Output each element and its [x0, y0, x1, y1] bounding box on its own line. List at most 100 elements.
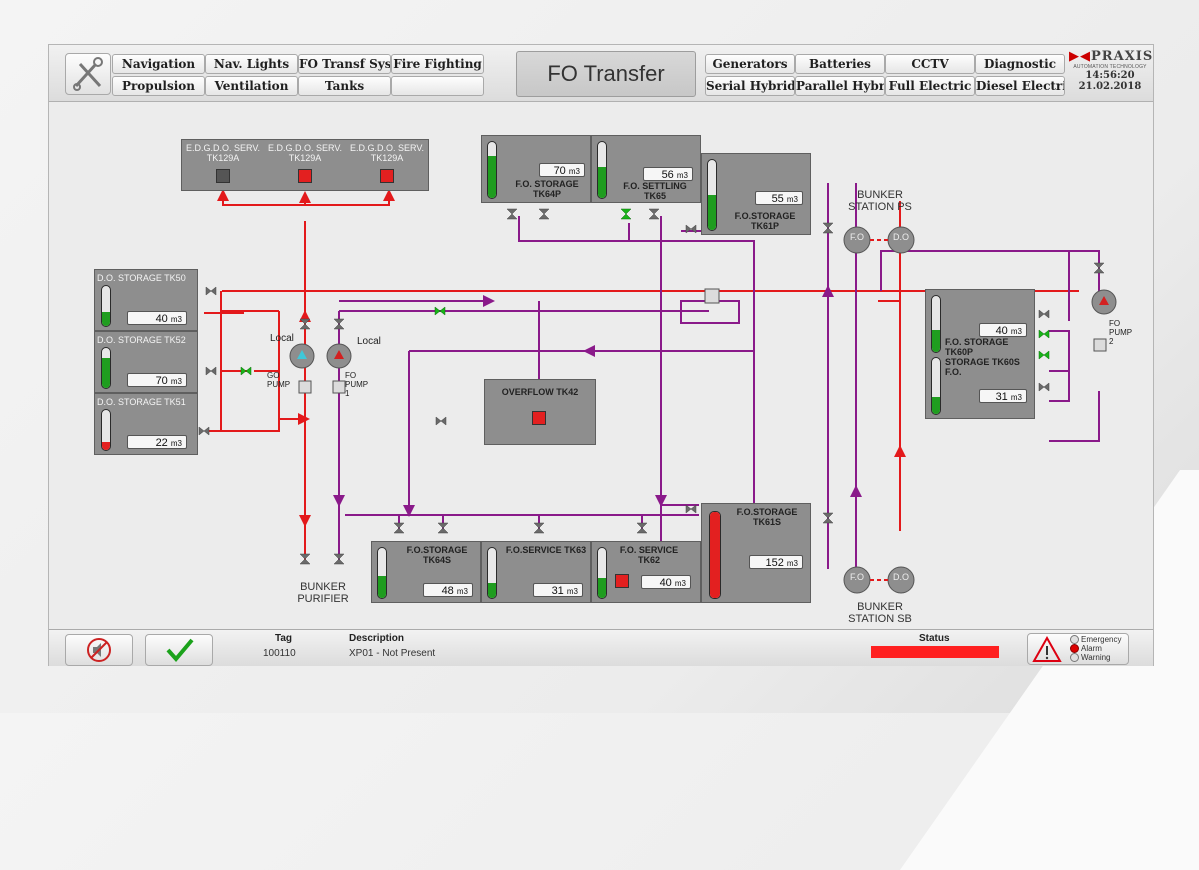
tk62-level-gauge: [597, 547, 607, 599]
overflow-alarm-indicator[interactable]: [532, 411, 546, 425]
nav-fo-transf-syst-button[interactable]: FO Transf Syst: [298, 54, 391, 74]
legend-warning: Warning: [1070, 653, 1111, 663]
warning-triangle-icon: [1032, 635, 1062, 662]
acknowledge-button[interactable]: [145, 634, 213, 666]
valve-tk60p-1: [1038, 309, 1050, 319]
description-value: XP01 - Not Present: [349, 648, 436, 659]
valve-tk50: [205, 286, 217, 296]
fo-pump-1-mode: Local: [357, 336, 381, 347]
nav-cctv-button[interactable]: CCTV: [885, 54, 975, 74]
description-header: Description: [349, 633, 405, 644]
tk63-volume: 31 m3: [533, 583, 583, 597]
nav-lights-button[interactable]: Nav. Lights: [205, 54, 298, 74]
nav-diagnostic-button[interactable]: Diagnostic: [975, 54, 1065, 74]
do-storage-tk52-label: D.O. STORAGE TK52: [97, 335, 186, 345]
fo-pump-1-label: FO PUMP 1: [345, 371, 368, 398]
edgdo-tank-3-label: E.D.G.D.O. SERV. TK129A: [349, 143, 425, 163]
warning-dot-icon: [1070, 653, 1079, 663]
go-pump-label: GO PUMP: [267, 371, 291, 389]
bunker-sb-do-label: D.O: [892, 572, 909, 582]
edgdo-tank-2-label: E.D.G.D.O. SERV. TK129A: [267, 143, 343, 163]
tk61s-level-gauge: [709, 511, 721, 599]
emergency-dot-icon: [1070, 635, 1079, 645]
nav-generators-button[interactable]: Generators: [705, 54, 795, 74]
tag-value: 100110: [263, 648, 296, 659]
brand-tagline: AUTOMATION TECHNOLOGY: [1073, 64, 1147, 70]
tk61p-volume: 55 m3: [755, 191, 803, 205]
tk65-level-gauge: [597, 141, 607, 199]
nav-ventilation-button[interactable]: Ventilation: [205, 76, 298, 96]
tk64p-label: F.O. STORAGE TK64P: [515, 179, 579, 199]
valve-open-tk60p: [1038, 329, 1050, 339]
fo-service-tk62[interactable]: [591, 541, 701, 603]
tools-button[interactable]: [65, 53, 111, 95]
nav-fire-fighting-button[interactable]: Fire Fighting: [391, 54, 484, 74]
edgdo-tank-2-alarm-indicator[interactable]: [298, 169, 312, 183]
valves-layer: [198, 208, 1107, 565]
valve-tk60s-2: [1038, 382, 1050, 392]
top-navigation-bar: Navigation Nav. Lights FO Transf Syst Fi…: [49, 45, 1153, 102]
fo-pump-1-icon[interactable]: [324, 341, 354, 371]
bunker-station-ps-connections[interactable]: [839, 225, 919, 255]
tk63-label: F.O.SERVICE TK63: [505, 545, 587, 555]
alarm-panel-button[interactable]: Emergency Alarm Warning: [1027, 633, 1129, 665]
nav-propulsion-button[interactable]: Propulsion: [112, 76, 205, 96]
tk64s-level-gauge: [377, 547, 387, 599]
bunker-purifier-label: BUNKER PURIFIER: [297, 581, 349, 605]
tk61p-level-gauge: [707, 159, 717, 231]
nav-empty-button[interactable]: [391, 76, 484, 96]
fo-pump-2-icon[interactable]: [1089, 287, 1119, 317]
do-storage-tk50-label: D.O. STORAGE TK50: [97, 273, 186, 283]
legend-emergency: Emergency: [1070, 635, 1121, 645]
status-bar: Tag 100110 Description XP01 - Not Presen…: [49, 629, 1153, 666]
tk62-volume: 40 m3: [641, 575, 691, 589]
nav-full-electric-button[interactable]: Full Electric: [885, 76, 975, 96]
tk60s-label: STORAGE TK60S F.O.: [945, 357, 1020, 377]
edgdo-tank-1-indicator[interactable]: [216, 169, 230, 183]
bunker-station-sb-connections[interactable]: [839, 565, 919, 595]
do-tk50-volume: 40 m3: [127, 311, 187, 325]
do-tk51-volume: 22 m3: [127, 435, 187, 449]
brand-logo: ▶◀PRAXIS AUTOMATION TECHNOLOGY 14:56:20 …: [1069, 49, 1152, 92]
valve-tk61p: [685, 224, 697, 234]
valve-fo-pump2-top: [1093, 262, 1105, 274]
nav-batteries-button[interactable]: Batteries: [795, 54, 885, 74]
valve-tk64p-2: [538, 208, 550, 220]
edgdo-tank-1-label: E.D.G.D.O. SERV. TK129A: [185, 143, 261, 163]
valve-open-line: [434, 306, 446, 316]
clock-time: 14:56:20: [1085, 70, 1135, 81]
valve-open-tk52: [240, 366, 252, 376]
valve-go-pump-top: [299, 318, 311, 330]
page-title: FO Transfer: [516, 51, 696, 97]
fo-pump-2-label: FO PUMP 2: [1109, 319, 1132, 346]
mute-alarm-button[interactable]: [65, 634, 133, 666]
bunker-station-sb-label: BUNKER STATION SB: [848, 601, 912, 625]
scada-window: Navigation Nav. Lights FO Transf Syst Fi…: [48, 44, 1154, 666]
status-header: Status: [919, 633, 950, 644]
tk60s-volume: 31 m3: [979, 389, 1027, 403]
nav-navigation-button[interactable]: Navigation: [112, 54, 205, 74]
nav-serial-hybrid-button[interactable]: Serial Hybrid: [705, 76, 795, 96]
valve-fo-pump-top: [333, 318, 345, 330]
valve-tk65-2: [648, 208, 660, 220]
tk60s-level-gauge: [931, 357, 941, 415]
checkmark-icon: [166, 638, 194, 663]
nav-tanks-button[interactable]: Tanks: [298, 76, 391, 96]
valve-ps-fo: [822, 222, 834, 234]
valve-tk64s-2: [437, 522, 449, 534]
tk65-label: F.O. SETTLING TK65: [623, 181, 687, 201]
nav-diesel-electric-button[interactable]: Diesel Electric: [975, 76, 1065, 96]
valve-sb-fo: [822, 512, 834, 524]
valve-tk51: [198, 426, 210, 436]
brand-arrow-icon: ▶◀: [1069, 49, 1091, 64]
tk62-label: F.O. SERVICE TK62: [619, 545, 679, 565]
valve-tk64s-1: [393, 522, 405, 534]
do-tk50-level-gauge: [101, 285, 111, 327]
valve-tk62: [636, 522, 648, 534]
nav-parallel-hybrid-button[interactable]: Parallel Hybrid: [795, 76, 885, 96]
valve-overflow: [435, 416, 447, 426]
tk62-alarm-indicator[interactable]: [615, 574, 629, 588]
valve-purifier-right: [333, 553, 345, 565]
edgdo-tank-3-alarm-indicator[interactable]: [380, 169, 394, 183]
go-pump-icon[interactable]: [287, 341, 317, 371]
